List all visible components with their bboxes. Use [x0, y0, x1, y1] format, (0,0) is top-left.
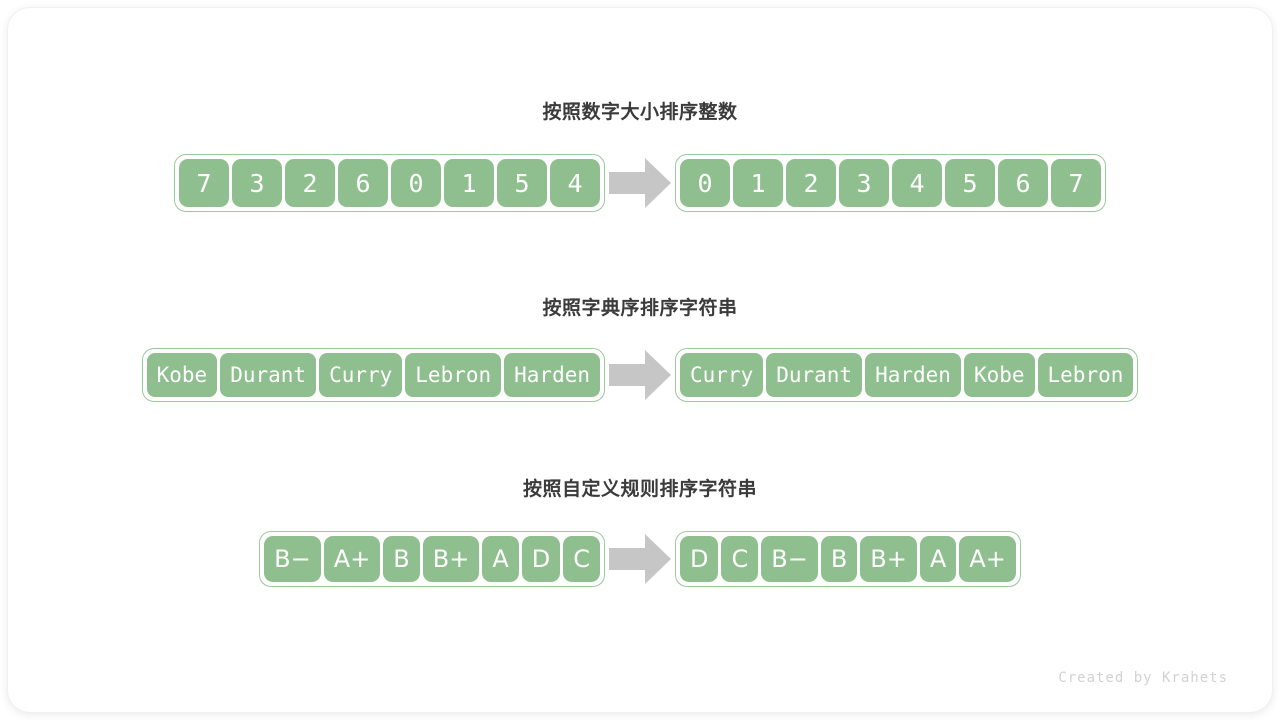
array-cell: 4 [550, 159, 600, 207]
section-sort-strings-lexicographic: 按照字典序排序字符串 [8, 296, 1272, 322]
array-cell: Lebron [405, 353, 502, 397]
array-cell: 2 [786, 159, 836, 207]
array-cell: Lebron [1037, 353, 1134, 397]
section-title-1: 按照数字大小排序整数 [542, 102, 738, 123]
array-cell: 2 [285, 159, 335, 207]
array-cell: Durant [220, 353, 317, 397]
array-cell: 6 [338, 159, 388, 207]
array-cell: 4 [892, 159, 942, 207]
array-cell: C [563, 536, 600, 582]
array-cell: 6 [998, 159, 1048, 207]
array-cell: 0 [680, 159, 730, 207]
array-cell: 5 [497, 159, 547, 207]
array-cell: A+ [959, 536, 1016, 582]
right-arrow-icon [605, 346, 675, 404]
array-cell: 1 [444, 159, 494, 207]
array-cell: D [521, 536, 561, 582]
array-cell: 3 [232, 159, 282, 207]
array-cell: B+ [860, 536, 917, 582]
array-cell: B+ [422, 536, 480, 582]
section-sort-integers: 按照数字大小排序整数 [8, 100, 1272, 126]
array-cell: 7 [179, 159, 229, 207]
array-cell: Kobe [963, 353, 1035, 397]
array-cell: 7 [1051, 159, 1101, 207]
array-cell: C [721, 536, 759, 582]
array-cell: Harden [504, 353, 600, 397]
array-cell: B [383, 536, 420, 582]
array-cell: B− [264, 536, 321, 582]
array-cell: Kobe [146, 353, 218, 397]
array-cell: Harden [865, 353, 961, 397]
array-cell: A [919, 536, 957, 582]
array-cell: D [680, 536, 719, 582]
array-cell: 3 [839, 159, 889, 207]
section-title-3: 按照自定义规则排序字符串 [522, 479, 757, 500]
array-cell: 1 [733, 159, 783, 207]
credit-footer: Created by Krahets [1058, 670, 1228, 686]
array-cell: A+ [323, 536, 381, 582]
array-cell: Curry [680, 353, 764, 397]
array-cell: 5 [945, 159, 995, 207]
array-cell: 0 [391, 159, 441, 207]
array-cell: B [820, 536, 858, 582]
right-arrow-icon [605, 154, 675, 212]
array-cell: B− [761, 536, 818, 582]
right-arrow-icon [605, 530, 675, 588]
array-cell: A [482, 536, 519, 582]
array-cell: Curry [319, 353, 403, 397]
section-sort-strings-custom: 按照自定义规则排序字符串 [8, 477, 1272, 503]
array-cell: Durant [766, 353, 863, 397]
section-title-2: 按照字典序排序字符串 [542, 298, 738, 319]
